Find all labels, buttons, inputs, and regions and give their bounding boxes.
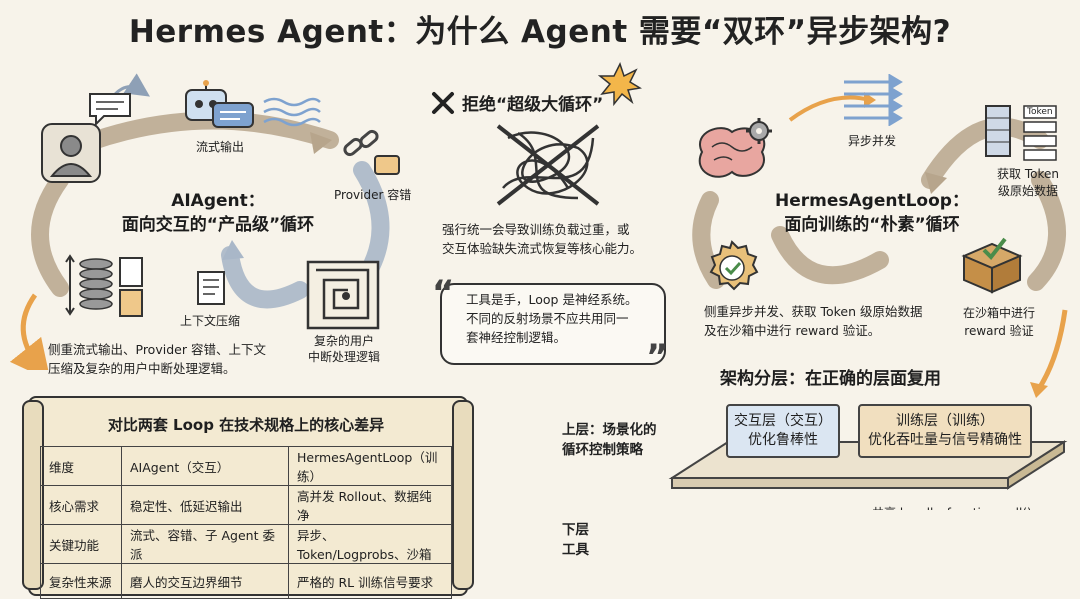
table-cell: 高并发 Rollout、数据纯净 xyxy=(288,485,452,525)
gear-icon xyxy=(746,118,772,144)
async-label: 异步并发 xyxy=(848,134,897,148)
wave-lines-icon xyxy=(263,97,321,127)
token-stack-icon xyxy=(985,105,1057,161)
left-loop-title: AIAgent： 面向交互的“产品级”循环 xyxy=(88,189,348,237)
right-loop-title-line1: HermesAgentLoop： xyxy=(775,191,969,211)
speech-bubble-icon xyxy=(89,93,131,127)
spring-icon xyxy=(65,254,143,317)
quote-box xyxy=(440,283,666,365)
right-loop-caption: 侧重异步并发、获取 Token 级原始数据 及在沙箱中进行 reward 验证。 xyxy=(704,304,923,338)
quote-text: 工具是手，Loop 是神经系统。 不同的反射场景不应共用同一 套神经控制逻辑。 xyxy=(466,292,638,345)
comparison-table: 维度 AIAgent（交互） HermesAgentLoop（训练） 核心需求 … xyxy=(40,446,452,599)
table-cell: 异步、Token/Logprobs、沙箱 xyxy=(288,524,452,564)
tangle-icon xyxy=(496,124,600,206)
parallel-arrows-icon xyxy=(844,74,903,126)
sandbox-label: 在沙箱中进行 reward 验证 xyxy=(962,306,1035,338)
quote-close-icon: ” xyxy=(646,337,669,377)
right-loop-title-line2: 面向训练的“朴素”循环 xyxy=(784,215,960,235)
compress-label: 上下文压缩 xyxy=(180,314,241,328)
table-cell: 流式、容错、子 Agent 委派 xyxy=(121,524,289,564)
table-cell: 稳定性、低延迟输出 xyxy=(121,485,289,525)
stream-output-label: 流式输出 xyxy=(196,140,245,154)
x-icon xyxy=(432,92,454,114)
chat-icon xyxy=(212,102,254,128)
table-cell: 严格的 RL 训练信号要求 xyxy=(288,563,452,599)
brain-icon xyxy=(698,127,766,178)
burst-icon xyxy=(598,62,642,106)
left-loop-caption: 侧重流式输出、Provider 容错、上下文 压缩及复杂的用户中断处理逻辑。 xyxy=(48,342,266,376)
user-icon xyxy=(41,123,101,183)
table-cell: 磨人的交互边界细节 xyxy=(121,563,289,599)
interaction-layer-card: 交互层（交互） 优化鲁棒性 xyxy=(726,404,840,458)
lower-layer-label: 下层 工具 xyxy=(562,522,589,558)
interrupt-label: 复杂的用户 中断处理逻辑 xyxy=(307,334,380,364)
upper-layer-label: 上层：场景化的 循环控制策略 xyxy=(562,422,657,458)
table-header-row: 维度 AIAgent（交互） HermesAgentLoop（训练） xyxy=(40,446,452,486)
chain-icon xyxy=(343,129,379,157)
training-layer-card: 训练层（训练） 优化吞吐量与信号精确性 xyxy=(858,404,1032,458)
table-row: 复杂性来源 磨人的交互边界细节 严格的 RL 训练信号要求 xyxy=(40,563,452,599)
badge-check-icon xyxy=(709,240,759,291)
table-cell: 复杂性来源 xyxy=(40,563,122,599)
reject-caption: 强行统一会导致训练负载过重，或 交互体验缺失流式恢复等核心能力。 xyxy=(442,222,643,256)
table-header-cell: HermesAgentLoop（训练） xyxy=(288,446,452,486)
right-loop-title: HermesAgentLoop： 面向训练的“朴素”循环 xyxy=(762,189,982,237)
comparison-title: 对比两套 Loop 在技术规格上的核心差异 xyxy=(107,416,385,434)
sandbox-box-icon xyxy=(961,237,1023,294)
provider-label: Provider 容错 xyxy=(334,188,412,202)
orange-arrow-left xyxy=(9,293,51,370)
token-get-label: 获取 Token 级原始数据 xyxy=(997,167,1059,198)
table-cell: 核心需求 xyxy=(40,485,122,525)
token-label: Token xyxy=(1027,107,1053,117)
fade-overlay xyxy=(590,510,1080,599)
quote-icon: “ xyxy=(432,273,455,313)
chip-icon xyxy=(374,155,400,175)
left-arc xyxy=(31,171,69,297)
reject-title: 拒绝“超级大循环” xyxy=(462,95,604,115)
table-header-cell: 维度 xyxy=(40,446,122,486)
scroll-roll-right xyxy=(452,400,474,590)
table-header-cell: AIAgent（交互） xyxy=(121,446,289,486)
architecture-title: 架构分层：在正确的层面复用 xyxy=(720,369,941,389)
page-title: Hermes Agent：为什么 Agent 需要“双环”异步架构? xyxy=(128,14,952,50)
table-row: 关键功能 流式、容错、子 Agent 委派 异步、Token/Logprobs、… xyxy=(40,524,452,564)
table-row: 核心需求 稳定性、低延迟输出 高并发 Rollout、数据纯净 xyxy=(40,485,452,525)
left-loop-title-line1: AIAgent： xyxy=(171,191,265,211)
document-icon xyxy=(197,271,225,305)
maze-icon xyxy=(306,260,380,330)
left-loop-title-line2: 面向交互的“产品级”循环 xyxy=(121,215,315,235)
table-cell: 关键功能 xyxy=(40,524,122,564)
